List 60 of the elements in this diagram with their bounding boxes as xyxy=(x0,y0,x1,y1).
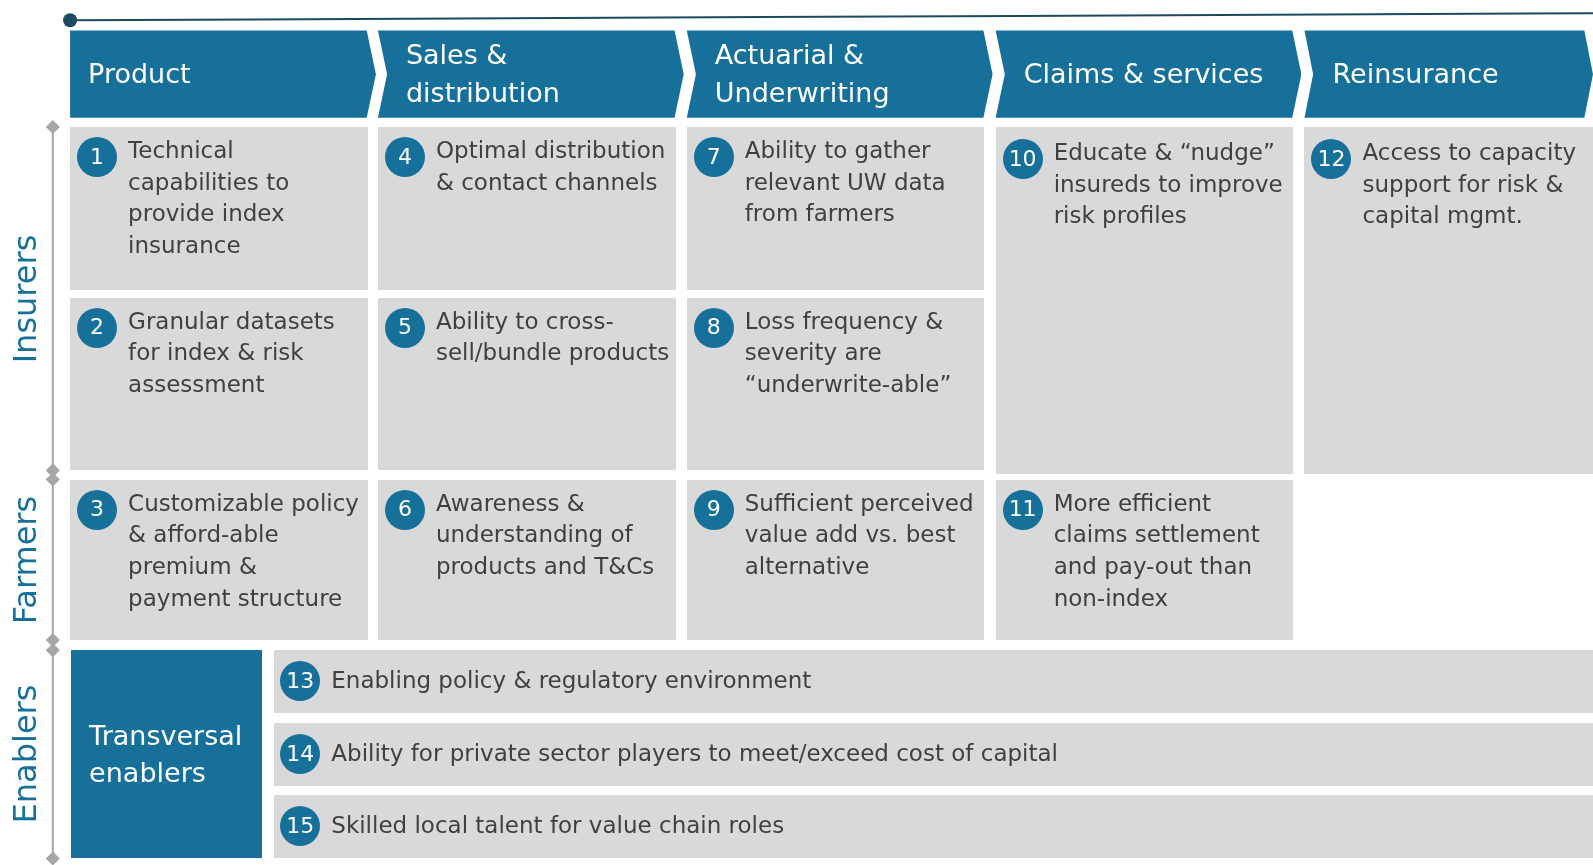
requirement-text: Ability for private sector players to meet/exceed cost of capital xyxy=(331,739,1058,769)
requirement-text: Enabling policy & regulatory environment xyxy=(331,666,812,696)
row-label: Enablers xyxy=(6,684,45,824)
requirement-text: Loss frequency & severity are “underwrite-able” xyxy=(744,306,953,400)
chevron-header xyxy=(377,30,684,118)
number-badge: 9 xyxy=(693,489,734,530)
requirement-cell xyxy=(377,127,676,290)
requirement-text: Ability to cross-sell/bundle products xyxy=(435,306,670,368)
header-title: Reinsurance xyxy=(1332,57,1500,92)
header-title: Claims & services xyxy=(1023,57,1265,92)
requirement-cell xyxy=(995,127,1294,475)
requirement-cell xyxy=(686,127,985,290)
requirement-text: Customizable policy & afford-able premium & payment structure xyxy=(128,488,360,613)
requirement-text: Educate & “nudge” insureds to improve risk profiles xyxy=(1053,138,1284,231)
requirement-cell xyxy=(70,479,368,641)
requirement-text: Granular datasets for index & risk assessment xyxy=(128,306,336,400)
chevron-header xyxy=(70,30,376,118)
row-label: Farmers xyxy=(6,495,45,624)
requirement-text: Access to capacity support for risk & capital mgmt. xyxy=(1362,138,1578,231)
number-badge: 15 xyxy=(280,806,321,847)
requirement-cell xyxy=(686,297,985,471)
number-badge: 11 xyxy=(1002,489,1043,530)
requirement-cell xyxy=(70,127,368,290)
number-badge: 10 xyxy=(1002,139,1043,179)
requirement-cell xyxy=(70,297,368,471)
number-badge: 1 xyxy=(77,137,118,177)
number-badge: 12 xyxy=(1311,139,1352,179)
number-badge: 4 xyxy=(384,137,425,177)
requirement-cell xyxy=(686,479,985,641)
requirement-text: Optimal distribution & contact channels xyxy=(435,136,667,197)
requirement-cell xyxy=(274,650,1593,714)
requirement-text: Ability to gather relevant UW data from farmers xyxy=(744,136,947,229)
requirement-text: Sufficient perceived value add vs. best alternative xyxy=(744,488,975,581)
header-title: Sales & distribution xyxy=(405,38,561,111)
number-badge: 7 xyxy=(693,137,734,177)
number-badge: 8 xyxy=(693,307,734,348)
chevron-header xyxy=(995,30,1302,118)
header-title: Product xyxy=(88,57,192,92)
requirement-cell xyxy=(274,795,1593,859)
number-badge: 14 xyxy=(280,734,321,775)
chevron-header xyxy=(686,30,993,118)
requirement-cell xyxy=(377,297,676,471)
requirement-cell xyxy=(995,479,1294,641)
requirement-cell xyxy=(1304,127,1593,475)
requirement-text: Technical capabilities to provide index insurance xyxy=(128,136,291,261)
requirement-cell xyxy=(274,723,1593,787)
requirement-text: More efficient claims settlement and pay-out than non-index xyxy=(1053,488,1261,613)
chevron-header xyxy=(1304,30,1593,118)
number-badge: 5 xyxy=(384,307,425,348)
panel-title: Transversal enablers xyxy=(89,718,244,791)
requirement-cell xyxy=(377,479,676,641)
requirement-text: Skilled local talent for value chain roles xyxy=(331,811,785,841)
requirement-text: Awareness & understanding of products and T&Cs xyxy=(435,488,656,581)
number-badge: 3 xyxy=(77,489,118,530)
category-panel xyxy=(71,650,263,859)
row-label: Insurers xyxy=(6,234,45,363)
number-badge: 13 xyxy=(280,661,321,702)
number-badge: 6 xyxy=(384,489,425,530)
number-badge: 2 xyxy=(77,307,118,348)
header-title: Actuarial & Underwriting xyxy=(714,38,891,111)
